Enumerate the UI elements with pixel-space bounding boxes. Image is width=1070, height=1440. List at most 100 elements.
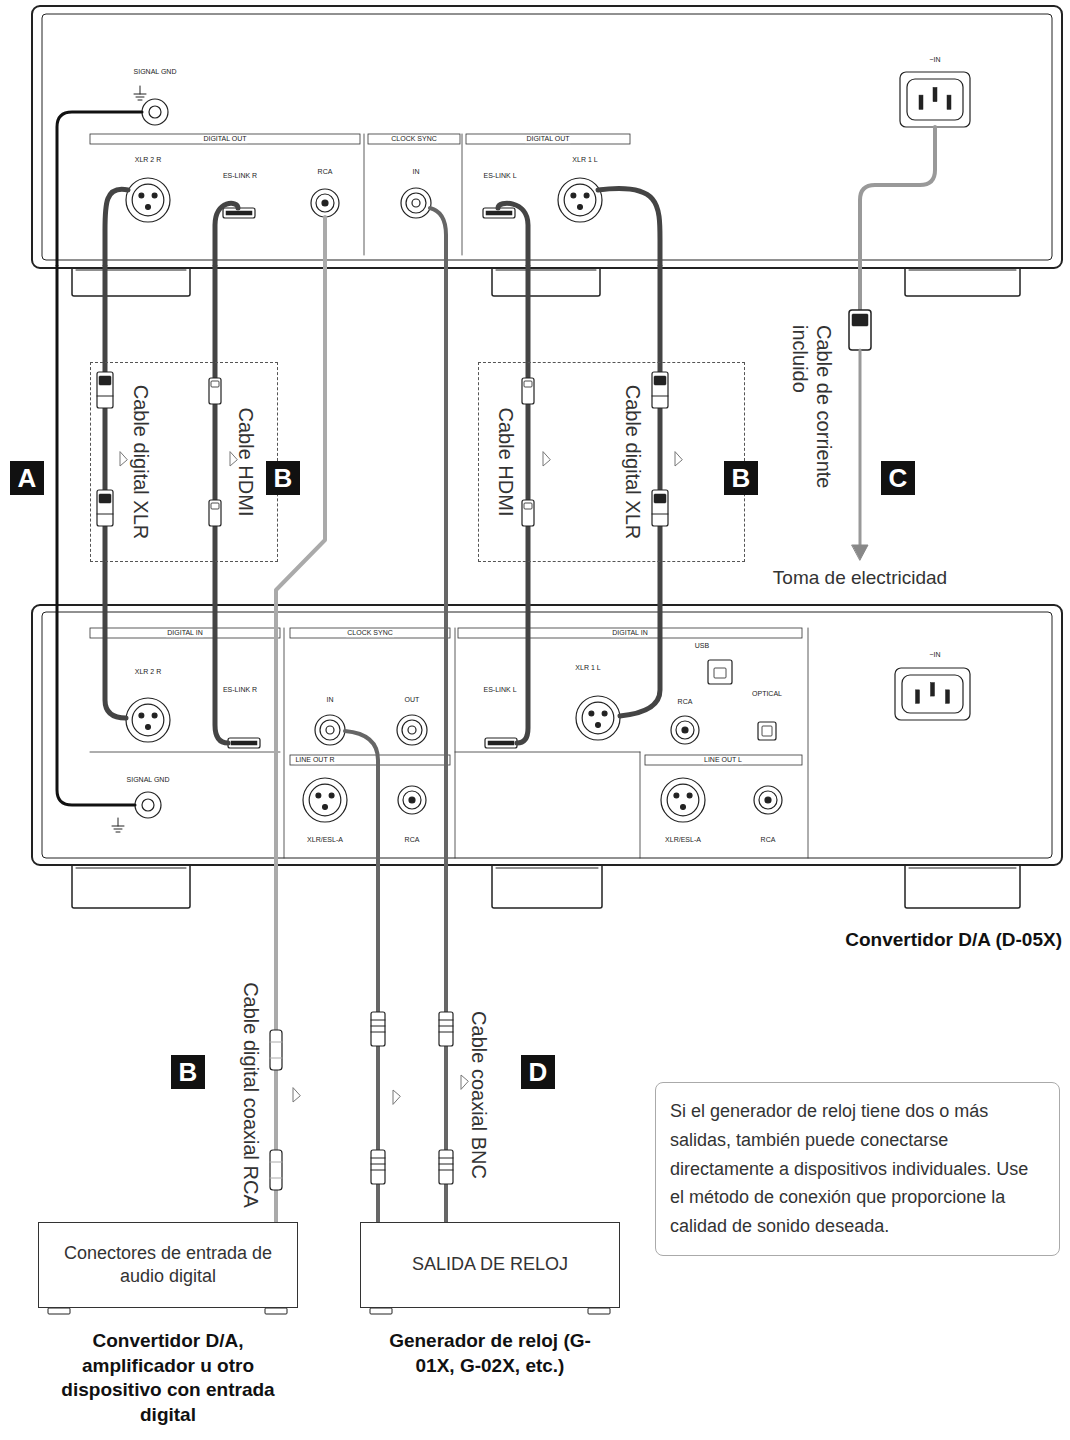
hdmi-slot	[488, 741, 514, 745]
hdmi-plug	[522, 378, 534, 404]
xlr-pin	[329, 793, 334, 798]
cable	[57, 605, 135, 805]
rear-panel-bezel	[42, 612, 1052, 858]
xlr-plug	[97, 490, 113, 526]
bnc-plug	[371, 1020, 385, 1021]
rear-panel	[32, 605, 1062, 865]
rca-jack	[671, 716, 699, 744]
connector-label: ~IN	[928, 56, 941, 64]
foot	[370, 1308, 392, 1314]
bnc-jack	[402, 720, 422, 740]
hdmi-plug	[522, 500, 534, 526]
inlet-pin	[919, 95, 923, 109]
rca-jack	[403, 791, 421, 809]
power-inlet	[900, 72, 970, 127]
callout-letter: A	[10, 461, 44, 495]
note-text: Si el generador de reloj tiene dos o más…	[670, 1097, 1045, 1241]
connector-label: IN	[412, 168, 421, 176]
foot-line	[909, 270, 1016, 271]
connector-label: LINE OUT L	[703, 756, 743, 764]
rca-pin	[409, 797, 415, 803]
section-bar	[368, 134, 460, 144]
xlr-plug	[652, 396, 668, 397]
xlr-plug	[97, 372, 113, 408]
callout-letter: B	[266, 461, 300, 495]
cable-group: Cable digital XLRCable HDMI	[90, 362, 278, 562]
usb-port	[714, 668, 726, 678]
section-bar	[645, 755, 802, 765]
connector-label: CLOCK SYNC	[346, 629, 394, 637]
rear-panel: SIGNAL GNDDIGITAL OUTXLR 2 RES-LINK RRCA…	[40, 8, 1055, 265]
connector-label: LINE OUT R	[294, 756, 335, 764]
xlr-jack	[661, 778, 705, 822]
hdmi-port	[228, 738, 260, 748]
hdmi-plug	[524, 503, 532, 509]
cable	[323, 217, 327, 265]
section-bar	[90, 134, 360, 144]
rca-jack	[316, 194, 334, 212]
bnc-plug	[439, 1020, 453, 1021]
panel-divider	[90, 752, 280, 753]
bnc-jack	[406, 193, 426, 213]
connector-label: DIGITAL OUT	[202, 135, 247, 143]
bnc-pin	[408, 726, 416, 734]
bnc-plug	[371, 1150, 385, 1184]
xlr-plug	[99, 494, 111, 503]
section-bar	[90, 628, 280, 638]
xlr-pin	[139, 713, 144, 718]
panel-divider	[455, 628, 456, 858]
xlr-pin	[139, 193, 144, 198]
hdmi-plug	[209, 500, 221, 526]
xlr-jack	[309, 784, 341, 816]
connector-label: ES-LINK L	[482, 172, 517, 180]
bnc-plug	[439, 1170, 453, 1171]
rca-plug	[270, 1030, 282, 1070]
xlr-pin	[152, 193, 157, 198]
usb-port	[708, 660, 732, 684]
inlet-pin	[933, 87, 937, 101]
rear-panel	[32, 6, 1062, 268]
cable	[276, 265, 325, 1222]
section-bar	[290, 755, 450, 765]
direction-mark	[293, 1088, 300, 1102]
cable-name: Cable digital XLR	[620, 384, 643, 539]
bnc-plug	[439, 1164, 453, 1165]
cable	[517, 605, 528, 743]
xlr-jack	[132, 704, 164, 736]
cable	[598, 188, 660, 265]
cable	[620, 605, 660, 716]
rca-pin	[322, 200, 328, 206]
xlr-jack	[303, 778, 347, 822]
xlr-plug	[652, 514, 668, 515]
xlr-pin	[323, 805, 328, 810]
bnc-plug	[439, 1158, 453, 1159]
rca-plug	[270, 1162, 282, 1163]
rear-panel: DIGITAL INXLR 2 RES-LINK RCLOCK SYNCINOU…	[40, 605, 1062, 865]
connector-label: IN	[326, 696, 335, 704]
earth-symbol	[134, 86, 146, 100]
xlr-jack	[667, 784, 699, 816]
device-caption: Convertidor D/A, amplificador u otro dis…	[50, 1329, 286, 1428]
direction-mark	[543, 452, 550, 466]
foot	[72, 860, 190, 908]
foot	[492, 860, 602, 908]
earth-symbol	[112, 818, 124, 832]
cable-name: Cable HDMI	[233, 407, 256, 516]
hdmi-port	[485, 738, 517, 748]
xlr-pin	[596, 723, 601, 728]
device-box: SALIDA DE RELOJGenerador de reloj (G-01X…	[360, 1222, 620, 1308]
connector-label: DIGITAL OUT	[525, 135, 570, 143]
cable-name: Cable HDMI	[493, 407, 516, 516]
power-plug	[849, 310, 871, 350]
xlr-plug	[654, 494, 666, 503]
panel-divider	[284, 628, 285, 858]
bnc-jack	[320, 720, 340, 740]
rca-jack	[754, 786, 782, 814]
hdmi-slot	[486, 211, 512, 215]
cable-name: Cable digital coaxial RCA	[239, 982, 262, 1208]
connector-label: SIGNAL GND	[126, 776, 171, 784]
cable	[215, 203, 238, 265]
xlr-pin	[674, 793, 679, 798]
connector-label: DIGITAL IN	[166, 629, 203, 637]
bnc-jack	[315, 715, 345, 745]
